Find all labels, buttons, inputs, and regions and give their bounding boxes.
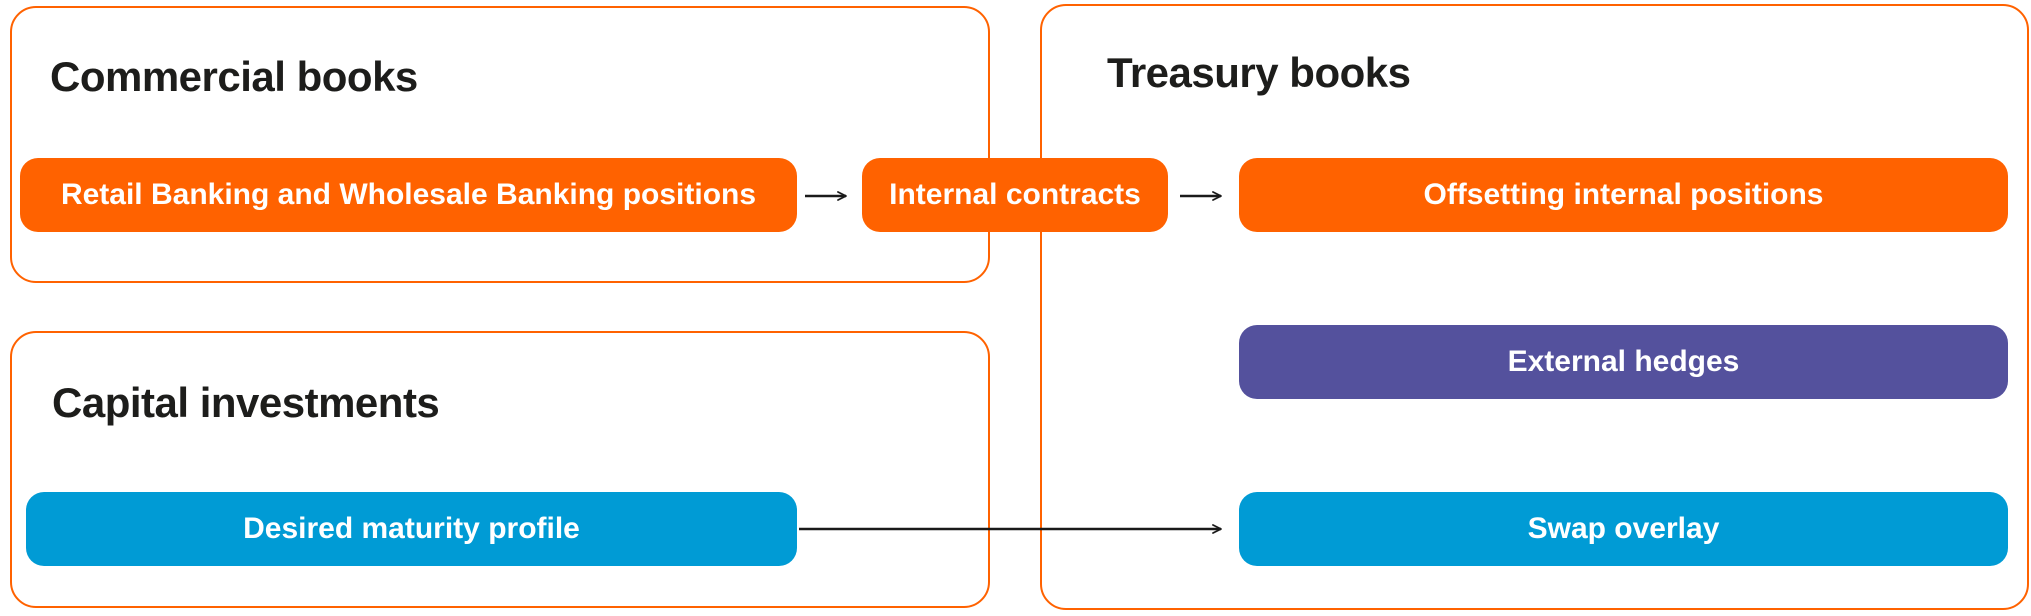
node-internal-contracts: Internal contracts <box>862 158 1168 232</box>
node-desired-maturity-profile: Desired maturity profile <box>26 492 797 566</box>
group-title-commercial-books: Commercial books <box>50 53 418 100</box>
node-label: Desired maturity profile <box>243 512 580 545</box>
node-external-hedges: External hedges <box>1239 325 2008 399</box>
node-label: Swap overlay <box>1527 512 1720 545</box>
node-label: Offsetting internal positions <box>1423 178 1824 211</box>
node-offsetting-internal-positions: Offsetting internal positions <box>1239 158 2008 232</box>
group-box-capital-investments: Capital investments <box>10 331 990 608</box>
group-box-treasury-books: Treasury books <box>1040 4 2029 610</box>
node-label: External hedges <box>1507 345 1740 378</box>
group-title-capital-investments: Capital investments <box>52 379 440 426</box>
group-box-commercial-books: Commercial books <box>10 6 990 283</box>
node-label: Internal contracts <box>889 178 1141 211</box>
node-label: Retail Banking and Wholesale Banking pos… <box>60 178 757 211</box>
node-retail-wholesale-banking-positions: Retail Banking and Wholesale Banking pos… <box>20 158 797 232</box>
node-swap-overlay: Swap overlay <box>1239 492 2008 566</box>
group-title-treasury-books: Treasury books <box>1107 49 1411 96</box>
